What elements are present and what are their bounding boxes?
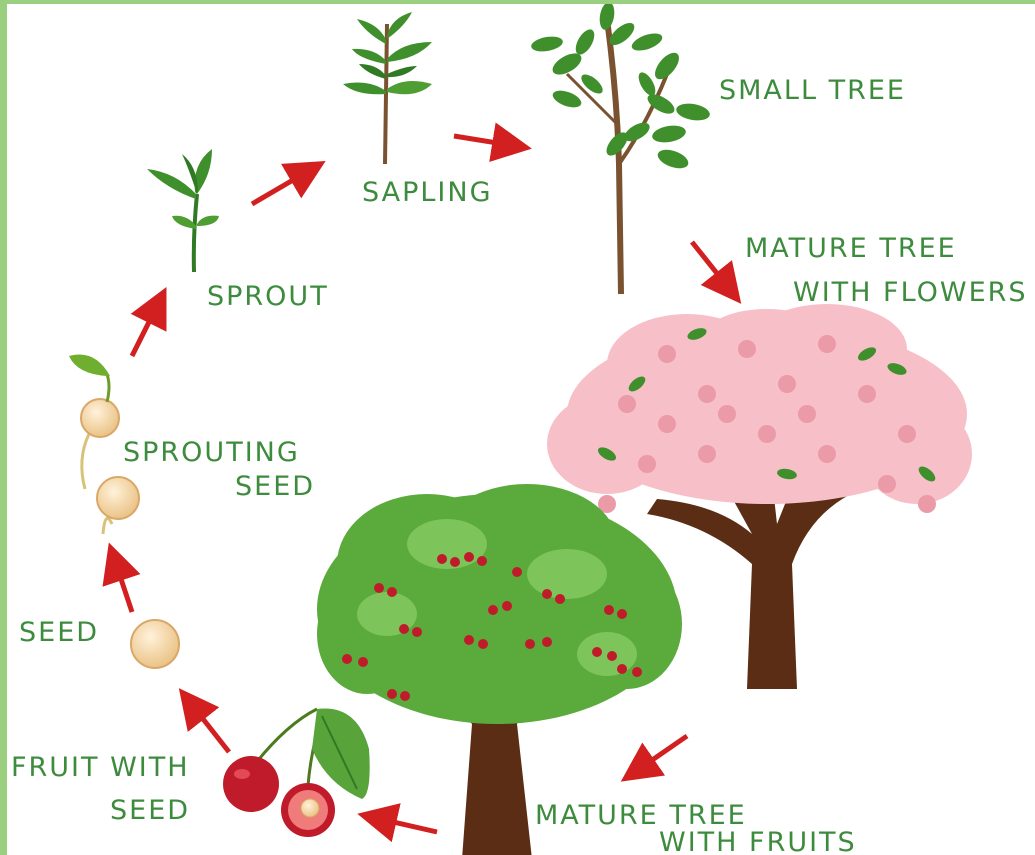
arrow-fruits-to-fruit xyxy=(367,816,437,832)
arrow-small-tree-to-flowers xyxy=(692,242,735,296)
label-sapling: SAPLING xyxy=(362,176,493,210)
label-sprouting-seed-line1: SPROUTING xyxy=(123,436,300,470)
seed-icon xyxy=(131,620,179,668)
cherry-icon xyxy=(223,709,370,838)
arrow-sprout-to-sapling xyxy=(252,166,317,204)
label-fruit-with-seed-line1: FRUIT WITH xyxy=(11,751,190,785)
arrow-sprouting-to-sprout xyxy=(132,296,162,356)
sapling-icon xyxy=(343,12,432,164)
label-mature-fruits-line2: WITH FRUITS xyxy=(659,826,857,855)
label-seed: SEED xyxy=(19,616,99,650)
sprout-icon xyxy=(147,149,219,272)
small-tree-icon xyxy=(530,4,711,294)
label-mature-flowers-line1: MATURE TREE xyxy=(745,232,957,266)
label-sprout: SPROUT xyxy=(207,280,329,314)
label-sprouting-seed-line2: SEED xyxy=(235,470,315,504)
label-small-tree: SMALL TREE xyxy=(719,74,906,108)
arrow-seed-to-sprouting xyxy=(112,552,132,612)
label-fruit-with-seed-line2: SEED xyxy=(110,794,190,828)
diagram-canvas xyxy=(7,4,1035,855)
arrow-flowers-to-fruits xyxy=(629,736,687,776)
label-mature-flowers-line2: WITH FLOWERS xyxy=(793,276,1028,310)
arrow-fruit-to-seed xyxy=(185,696,229,752)
arrow-sapling-to-small-tree xyxy=(454,136,522,147)
